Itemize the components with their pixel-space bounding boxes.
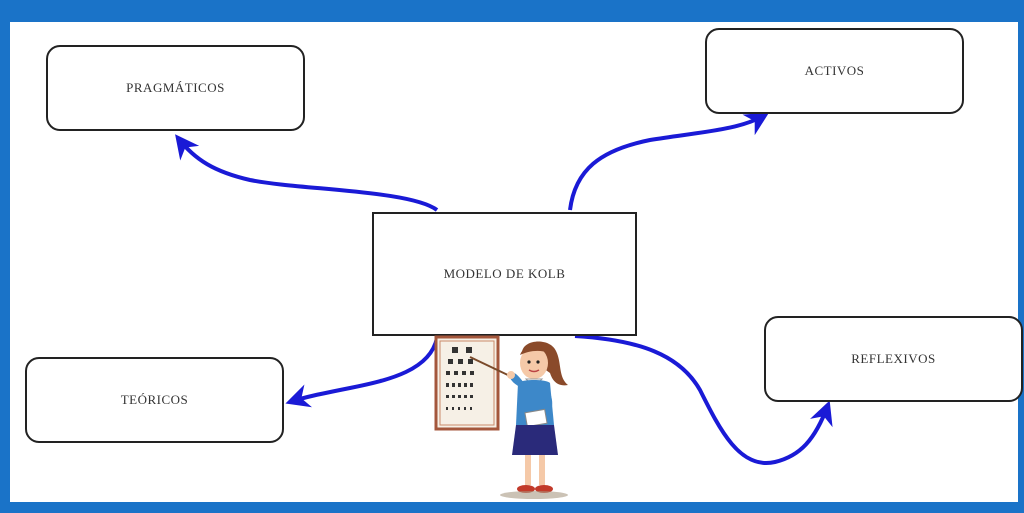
node-activos: ACTIVOS bbox=[705, 28, 964, 114]
node-modelo-de-kolb: MODELO DE KOLB bbox=[372, 212, 637, 336]
node-pragmaticos: PRAGMÁTICOS bbox=[46, 45, 305, 131]
node-teoricos: TEÓRICOS bbox=[25, 357, 284, 443]
node-reflexivos: REFLEXIVOS bbox=[764, 316, 1023, 402]
teacher-illustration bbox=[434, 335, 568, 499]
eye-chart-icon bbox=[434, 335, 500, 431]
arrow-to-reflexivos bbox=[574, 334, 833, 466]
node-teoricos-label: TEÓRICOS bbox=[120, 392, 189, 407]
arrow-to-pragmaticos bbox=[175, 134, 439, 212]
node-pragmaticos-label: PRAGMÁTICOS bbox=[126, 80, 225, 95]
arrow-to-activos bbox=[568, 112, 770, 211]
node-kolb-label: MODELO DE KOLB bbox=[443, 266, 566, 281]
arrow-to-teoricos bbox=[285, 337, 439, 408]
node-reflexivos-label: REFLEXIVOS bbox=[851, 351, 936, 366]
node-activos-label: ACTIVOS bbox=[804, 63, 865, 78]
